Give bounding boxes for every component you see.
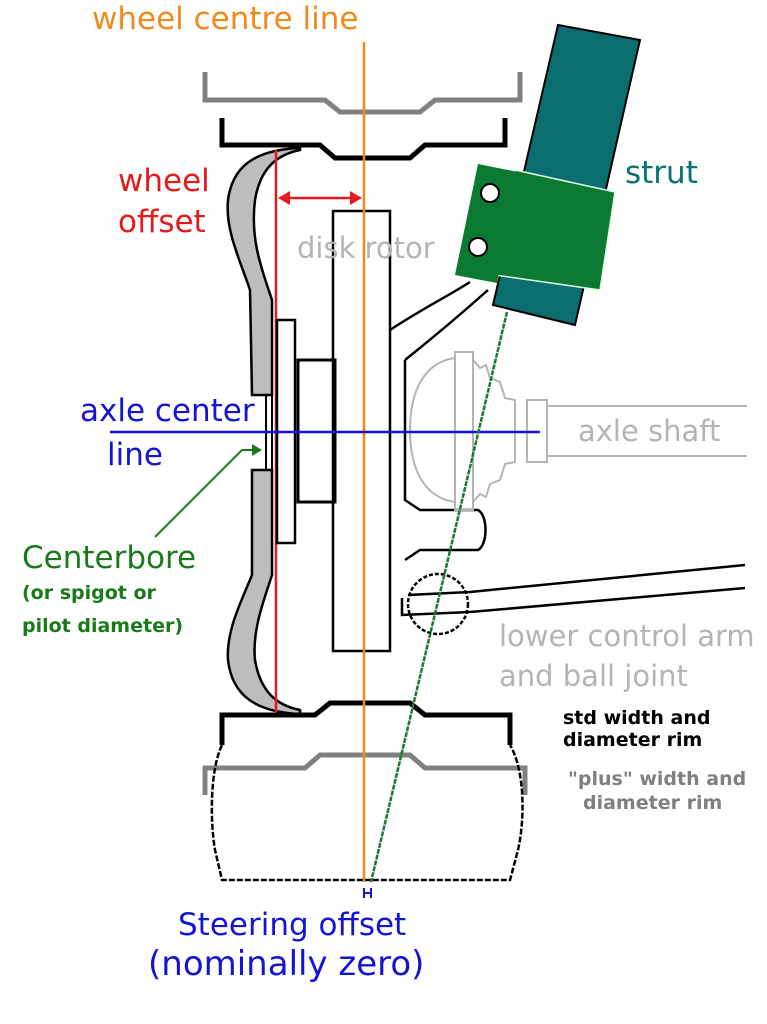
axle-center-label-line2: line: [107, 437, 163, 473]
wheel-centre-line-label: wheel centre line: [92, 1, 359, 37]
centerbore-note-line2: pilot diameter): [22, 615, 184, 637]
lower-control-arm-label-line1: lower control arm: [499, 619, 755, 653]
knuckle-body: [403, 360, 487, 562]
axle-center-label-line1: axle center: [80, 393, 255, 429]
wheel-face-upper: [226, 146, 302, 397]
plus-rim-top: [202, 72, 523, 115]
wheel-offset-label-line1: wheel: [118, 163, 210, 199]
centerbore-note-line1: (or spigot or: [22, 582, 156, 604]
std-rim-top: [219, 118, 508, 161]
std-rim-label-line2: diameter rim: [563, 729, 703, 751]
knuckle-upper-arm: [389, 280, 471, 332]
steering-offset-label-line2: (nominally zero): [148, 944, 425, 984]
wheel-offset-arrow: [278, 191, 362, 205]
steering-offset-label-line1: Steering offset: [178, 907, 407, 943]
steering-offset-marker: [363, 888, 372, 898]
lower-control-arm-label-line2: and ball joint: [499, 659, 688, 693]
steering-axis-line: [369, 311, 509, 883]
plus-rim-label-line1: "plus" width and: [568, 768, 747, 790]
std-rim-label-line1: std width and: [563, 707, 711, 729]
axle-shaft-label: axle shaft: [578, 414, 721, 448]
disk-rotor-label: disk rotor: [297, 231, 435, 265]
knuckle-upper-arm-2: [404, 289, 489, 361]
tyre-outline: [210, 744, 524, 882]
std-rim-bottom: [219, 700, 513, 745]
strut: [455, 23, 642, 327]
strut-label: strut: [625, 155, 698, 191]
wheel-offset-label-line2: offset: [118, 204, 206, 240]
centerbore-arrow: [154, 444, 262, 538]
plus-rim-label-line2: diameter rim: [583, 792, 723, 814]
centerbore-label: Centerbore: [22, 540, 197, 576]
